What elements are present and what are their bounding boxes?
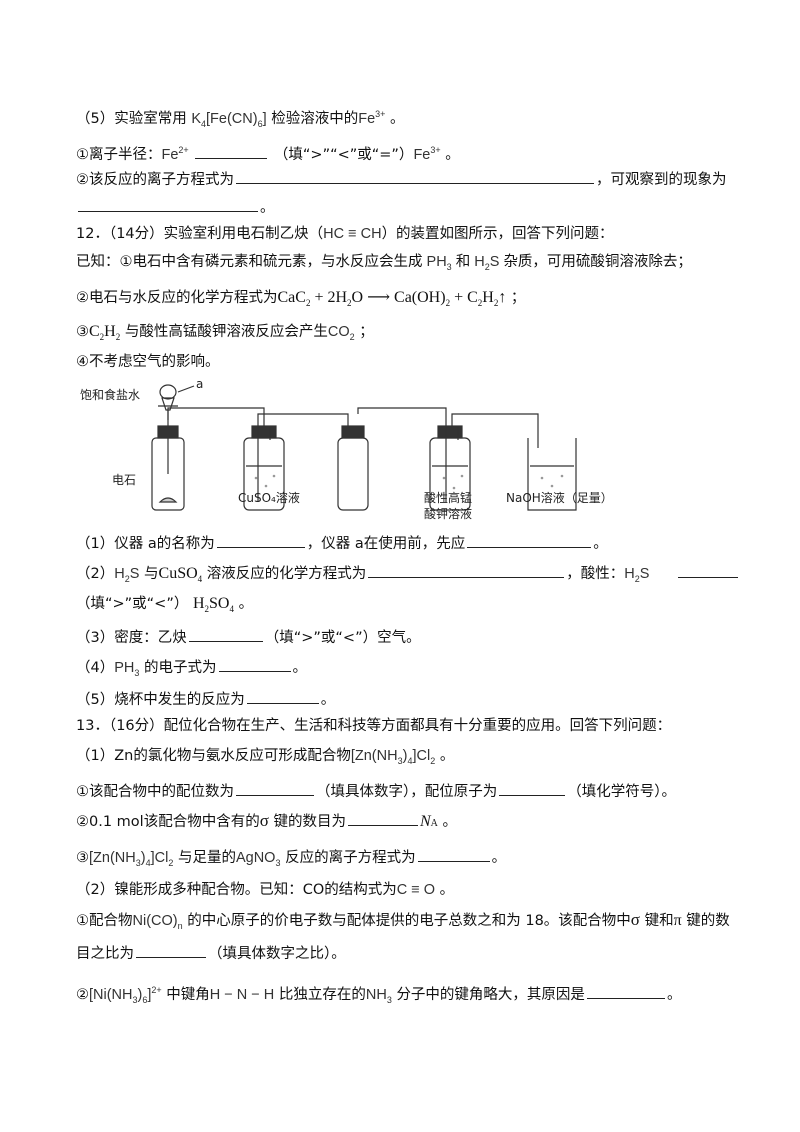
answer-blank[interactable] bbox=[347, 810, 418, 826]
q12-p2-cont: （填“>”或“<”） H2SO4 。 bbox=[76, 595, 254, 615]
q13-p1c: ③[Zn(NH3)4]Cl2 与足量的AgNO3 反应的离子方程式为。 bbox=[76, 846, 506, 873]
q11-5-line2: ②该反应的离子方程式为，可观察到的现象为 bbox=[76, 168, 727, 190]
q12-p1: （1）仪器 a的名称为，仪器 a在使用前，先应。 bbox=[76, 532, 608, 554]
answer-blank[interactable] bbox=[188, 626, 263, 642]
q11-5-title: （5）实验室常用 K4[Fe(CN)6] 检验溶液中的Fe3+ 。 bbox=[76, 109, 405, 129]
q12-known2: ②电石与水反应的化学方程式为CaC2 + 2H2O ⟶ Ca(OH)2 + C2… bbox=[76, 289, 526, 309]
q12-known3: ③C2H2 与酸性高锰酸钾溶液反应会产生CO2 ； bbox=[76, 323, 374, 343]
q13-p1: （1）Zn的氯化物与氨水反应可形成配合物[Zn(NH3)4]Cl2 。 bbox=[76, 748, 455, 766]
q13-p1a: ①该配合物中的配位数为（填具体数字），配位原子为（填化学符号）。 bbox=[76, 780, 676, 802]
tube bbox=[257, 413, 349, 436]
q12-head: 12．（14分）实验室利用电石制乙炔（HC ≡ CH）的装置如图所示，回答下列问… bbox=[76, 226, 614, 242]
answer-blank[interactable] bbox=[417, 846, 490, 862]
label-brine: 饱和食盐水 bbox=[80, 387, 140, 402]
formula-fe3: Fe3+ bbox=[358, 109, 386, 127]
q13-p2a: ①配合物Ni(CO)n 的中心原子的价电子数与配体提供的电子总数之和为 18。该… bbox=[76, 910, 730, 931]
q13-p2b: ②[Ni(NH3)6]2+ 中键角H − N − H 比独立存在的NH3 分子中… bbox=[76, 980, 681, 1010]
equation-carbide: CaC2 + 2H2O ⟶ Ca(OH)2 + C2H2↑ bbox=[277, 289, 507, 309]
answer-blank[interactable] bbox=[195, 143, 268, 159]
q12-p4: （4）PH3 的电子式为。 bbox=[76, 656, 307, 683]
answer-blank[interactable] bbox=[246, 688, 319, 704]
answer-blank[interactable] bbox=[586, 983, 665, 999]
answer-blank[interactable] bbox=[467, 532, 592, 548]
q12-known1: 已知：①电石中含有磷元素和硫元素，与水反应会生成 PH3 和 H2S 杂质，可用… bbox=[76, 254, 692, 272]
q12-p5: （5）烧杯中发生的反应为。 bbox=[76, 688, 335, 710]
answer-blank[interactable] bbox=[78, 196, 258, 212]
tube bbox=[357, 407, 447, 426]
apparatus-diagram: 饱和食盐水 a 电石 CuSO₄溶液 酸性高锰 酸钾溶液 NaOH溶液（足量） bbox=[80, 378, 613, 521]
answer-blank[interactable] bbox=[499, 780, 566, 796]
q11-5-line1: ①离子半径：Fe2+ （填“>”“<”或“=”）Fe3+ 。 bbox=[76, 140, 460, 165]
q12-known4: ④不考虑空气的影响。 bbox=[76, 354, 220, 370]
answer-blank[interactable] bbox=[678, 562, 739, 578]
answer-blank[interactable] bbox=[236, 780, 314, 796]
tube bbox=[167, 407, 265, 426]
q13-head: 13．（16分）配位化合物在生产、生活和科技等方面都具有十分重要的应用。回答下列… bbox=[76, 718, 672, 734]
label-cuso4: CuSO₄溶液 bbox=[238, 490, 300, 505]
answer-blank[interactable] bbox=[368, 562, 565, 578]
answer-blank[interactable] bbox=[236, 168, 594, 184]
tube bbox=[451, 413, 539, 448]
q13-p2a-cont: 目之比为（填具体数字之比）。 bbox=[76, 942, 346, 964]
q13-p2: （2）镍能形成多种配合物。已知：CO的结构式为C ≡ O 。 bbox=[76, 882, 455, 898]
label-kmno4-2: 酸钾溶液 bbox=[424, 506, 472, 521]
label-a: a bbox=[196, 378, 203, 391]
label-carbide: 电石 bbox=[112, 473, 136, 487]
formula-k4fecn6: K4[Fe(CN)6] bbox=[191, 110, 267, 129]
q12-p3: （3）密度：乙炔（填“>”或“<”）空气。 bbox=[76, 626, 421, 648]
answer-blank[interactable] bbox=[216, 532, 305, 548]
bottle-safety bbox=[337, 437, 369, 511]
label-naoh: NaOH溶液（足量） bbox=[506, 490, 613, 505]
beaker-naoh bbox=[527, 438, 577, 511]
answer-blank[interactable] bbox=[218, 656, 291, 672]
q12-p2: （2）H2S 与CuSO4 溶液反应的化学方程式为，酸性：H2S bbox=[76, 562, 740, 589]
label-kmno4-1: 酸性高锰 bbox=[424, 490, 472, 505]
answer-blank[interactable] bbox=[136, 942, 206, 958]
q11-5-line3: 。 bbox=[76, 196, 275, 218]
